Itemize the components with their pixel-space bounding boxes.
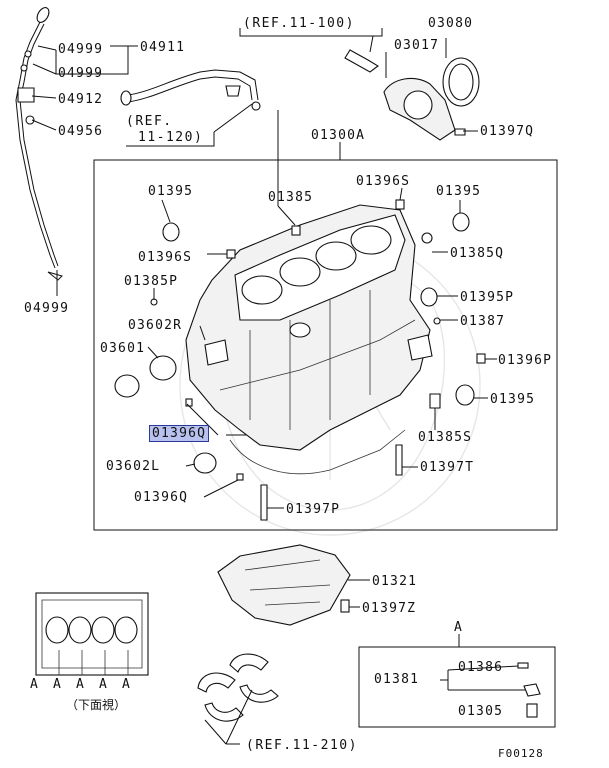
part-label-03601: 03601 xyxy=(100,341,146,356)
part-label-04999-b: 04999 xyxy=(58,66,104,81)
part-label-01385p: 01385P xyxy=(124,274,179,289)
part-label-01397t: 01397T xyxy=(420,460,475,475)
part-label-01395-right-lower: 01395 xyxy=(490,392,536,407)
part-label-03602r: 03602R xyxy=(128,318,183,333)
part-label-03602l: 03602L xyxy=(106,459,161,474)
part-label-04912: 04912 xyxy=(58,92,104,107)
ref-label-11-120-line2: 11-120) xyxy=(138,130,204,145)
bottom-view-sketch xyxy=(35,592,149,676)
leader-lines xyxy=(31,28,497,745)
bottom-view-letter-a-5: A xyxy=(30,677,40,692)
bottom-view-caption: （下面視） xyxy=(66,698,127,712)
part-label-01395-right: 01395 xyxy=(436,184,482,199)
detail-a-box xyxy=(358,646,556,728)
part-label-01387: 01387 xyxy=(460,314,506,329)
main-bearings xyxy=(197,653,279,722)
baffle-plate xyxy=(217,544,351,626)
ref-label-11-120-line1: (REF. xyxy=(126,114,173,129)
part-label-01385s: 01385S xyxy=(418,430,473,445)
part-label-03017: 03017 xyxy=(394,38,440,53)
part-label-01396s-left: 01396S xyxy=(138,250,193,265)
part-label-01395p: 01395P xyxy=(460,290,515,305)
part-label-01321: 01321 xyxy=(372,574,418,589)
part-label-04911: 04911 xyxy=(140,40,186,55)
oil-pipe xyxy=(120,69,261,111)
part-label-01385q: 01385Q xyxy=(450,246,505,261)
part-label-01397q: 01397Q xyxy=(480,124,535,139)
bottom-view-letter-a-3: A xyxy=(99,677,109,692)
part-label-01386: 01386 xyxy=(458,660,504,675)
part-label-01396p: 01396P xyxy=(498,353,553,368)
part-label-04999-a: 04999 xyxy=(58,42,104,57)
part-label-01397z: 01397Z xyxy=(362,601,417,616)
bottom-view-letter-a-4: A xyxy=(122,677,132,692)
part-label-01395-left: 01395 xyxy=(148,184,194,199)
small-parts xyxy=(114,199,486,521)
part-label-04999-c: 04999 xyxy=(24,301,70,316)
part-label-01381: 01381 xyxy=(374,672,420,687)
part-label-01385: 01385 xyxy=(268,190,314,205)
part-label-04956: 04956 xyxy=(58,124,104,139)
cylinder-block xyxy=(185,204,433,475)
part-label-01300a: 01300A xyxy=(311,128,366,143)
ref-label-11-100: (REF.11-100) xyxy=(243,16,355,31)
detail-a-marker: A xyxy=(454,620,464,635)
part-label-01397p: 01397P xyxy=(286,502,341,517)
part-label-03080: 03080 xyxy=(428,16,474,31)
part-label-01396q-highlighted[interactable]: 01396Q xyxy=(148,425,210,442)
bottom-view-letter-a-2: A xyxy=(76,677,86,692)
dipstick xyxy=(15,7,63,281)
bottom-view-letter-a-1: A xyxy=(53,677,63,692)
part-label-01396s-top: 01396S xyxy=(356,174,411,189)
part-label-01305: 01305 xyxy=(458,704,504,719)
detail-a-parts xyxy=(440,662,541,718)
rear-oil-seal xyxy=(344,49,480,141)
block-assembly-box xyxy=(93,159,558,531)
ref-label-11-210: (REF.11-210) xyxy=(246,738,358,753)
diagram-id: F00128 xyxy=(498,747,544,760)
part-label-01396q-lower: 01396Q xyxy=(134,490,189,505)
